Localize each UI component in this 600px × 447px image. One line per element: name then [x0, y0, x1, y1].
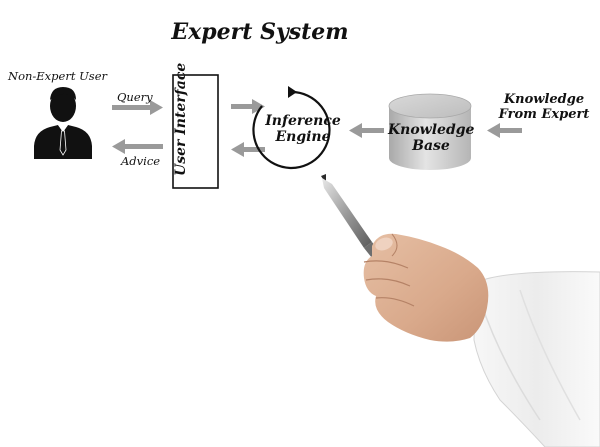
ui-to-engine-arrow — [231, 99, 265, 114]
knowledge-from-expert-line2: From Expert — [498, 106, 590, 122]
inference-engine-label: Inference Engine — [263, 113, 343, 145]
advice-label: Advice — [121, 154, 161, 168]
knowledge-from-expert-line1: Knowledge — [503, 92, 585, 107]
knowledge-base-label-line1: Knowledge — [388, 122, 475, 138]
inference-engine-label-line2: Engine — [275, 129, 331, 146]
query-arrow — [112, 100, 163, 115]
kb-to-engine-arrow — [349, 123, 384, 138]
user-interface-box — [172, 74, 219, 189]
user-interface-label: User Interface — [173, 62, 189, 176]
knowledge-base-label-line2: Base — [412, 138, 450, 155]
hand-with-pen — [321, 174, 600, 447]
inference-engine-circle — [252, 86, 331, 170]
pen-icon — [321, 174, 380, 258]
query-label: Query — [117, 90, 153, 104]
inference-engine-label-line1: Inference — [265, 113, 341, 129]
knowledge-base-cylinder — [388, 93, 472, 170]
expert-to-kb-arrow — [487, 123, 522, 138]
knowledge-from-expert-label: Knowledge From Expert — [497, 92, 591, 123]
engine-to-ui-arrow — [231, 142, 265, 157]
non-expert-user-label: Non-Expert User — [8, 69, 107, 83]
user-icon — [34, 87, 92, 159]
knowledge-base-label: Knowledge Base — [388, 122, 474, 154]
diagram-title: Expert System — [171, 19, 349, 45]
advice-arrow — [112, 139, 163, 154]
